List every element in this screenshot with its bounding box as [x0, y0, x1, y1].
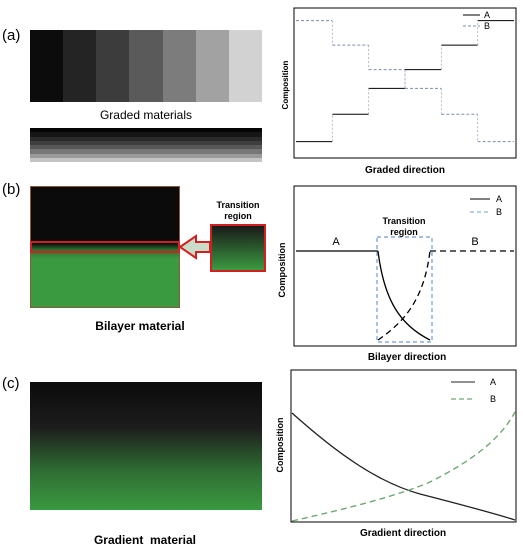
- legend-c-label-B: B: [490, 394, 496, 404]
- graded-swatch: [30, 30, 64, 102]
- gradient-caption: Gradient material: [93, 533, 197, 547]
- chart-b-region-label-2: region: [390, 227, 418, 237]
- legend-a-label-B: B: [484, 21, 490, 31]
- bilayer-caption: Bilayer material: [95, 319, 185, 333]
- graded-swatch: [162, 30, 196, 102]
- legend-c-label-A: A: [490, 377, 496, 387]
- graded-layer: [30, 132, 262, 137]
- transition-region-zoom: [210, 224, 266, 272]
- graded-swatch: [195, 30, 229, 102]
- chart-b-xlabel: Bilayer direction: [368, 352, 446, 363]
- bilayer-block: [30, 186, 180, 308]
- graded-layer: [30, 153, 262, 158]
- chart-c-ylabel: Composition: [275, 418, 285, 473]
- panel-c-label: (c): [2, 375, 20, 392]
- graded-caption: Graded materials: [99, 108, 193, 122]
- curve-b-B-rise: [377, 250, 431, 341]
- chart-b-region-label-1: Transition: [382, 216, 425, 226]
- curve-c-B: [291, 411, 516, 522]
- chart-b-side-label-A: A: [332, 236, 340, 248]
- graded-swatch: [96, 30, 130, 102]
- graded-swatch-strip: [30, 30, 262, 102]
- panel-a-label: (a): [2, 27, 21, 44]
- graded-layer: [30, 136, 262, 141]
- gradient-block: [30, 382, 262, 510]
- curve-c-A: [291, 412, 516, 521]
- chart-a-ylabel: Composition: [281, 60, 290, 109]
- curve-b-A-drop: [377, 250, 431, 341]
- chart-a-xlabel: Graded direction: [365, 165, 445, 176]
- graded-layer: [30, 128, 262, 133]
- graded-layer-stack: [30, 128, 262, 162]
- graded-layer: [30, 140, 262, 145]
- legend-b-label-B: B: [496, 207, 502, 217]
- graded-layer: [30, 145, 262, 150]
- chart-b-side-label-B: B: [471, 236, 478, 248]
- graded-swatch: [129, 30, 163, 102]
- chart-b-ylabel: Composition: [277, 243, 287, 298]
- legend-b-label-A: A: [496, 194, 502, 204]
- legend-a-label-A: A: [484, 10, 490, 20]
- graded-swatch: [228, 30, 262, 102]
- chart-c-xlabel: Gradient direction: [360, 528, 446, 539]
- graded-layer: [30, 157, 262, 162]
- panel-b-label: (b): [2, 181, 21, 198]
- graded-layer: [30, 149, 262, 154]
- graded-swatch: [63, 30, 97, 102]
- transition-region-callout: Transition region: [216, 200, 260, 221]
- transition-region-box: [376, 236, 433, 343]
